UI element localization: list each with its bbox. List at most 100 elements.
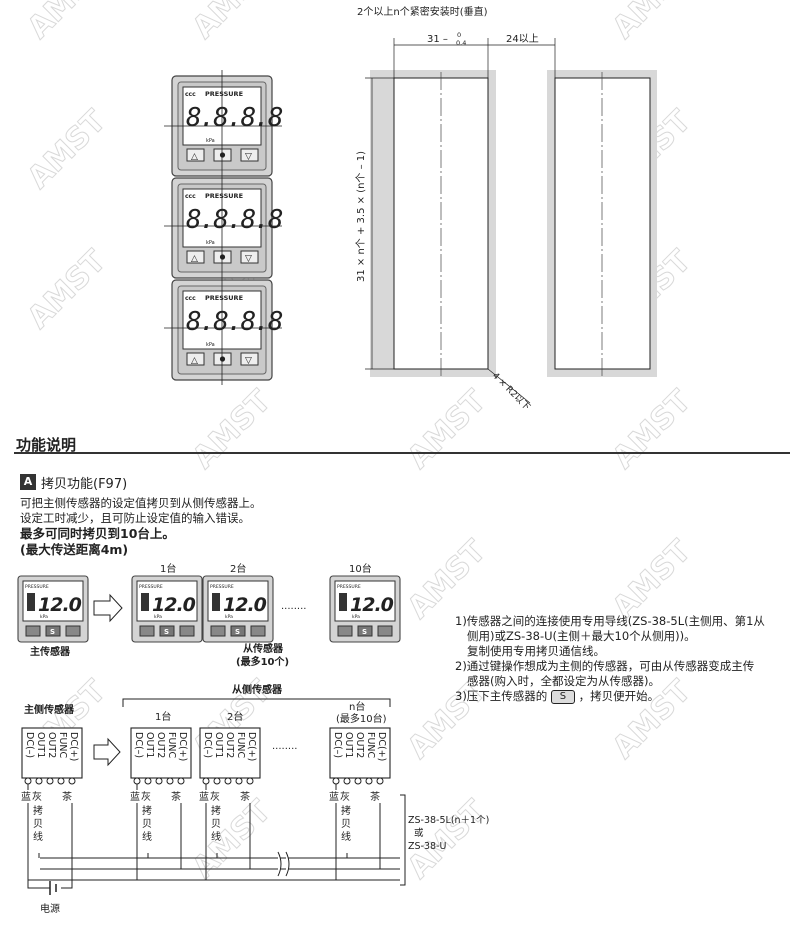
wire-gray-3: 灰 xyxy=(340,790,350,803)
device-unit: kPa xyxy=(154,614,162,620)
device-s-key xyxy=(45,625,61,637)
device-up-key xyxy=(337,625,353,637)
terminal-pin-0 xyxy=(133,777,141,785)
desc-line-1: 可把主侧传感器的设定值拷贝到从侧传感器上。 xyxy=(20,496,262,510)
copy-line-char-3-2: 线 xyxy=(341,830,351,843)
note-2a: 2)通过键操作想成为主侧的传感器，可由从传感器变成主传 xyxy=(455,659,755,673)
copy-line-char-2-1: 贝 xyxy=(211,818,221,830)
wire-gray-1: 灰 xyxy=(141,790,151,803)
terminal-label-0: DC(–) xyxy=(133,732,144,758)
slave-group-bracket xyxy=(122,698,391,707)
terminal-label-3: FUNC xyxy=(57,732,68,759)
wiring-slave-group: 从侧传感器 xyxy=(232,683,283,696)
terminal-pin-1 xyxy=(35,777,43,785)
wire-gray-2: 灰 xyxy=(210,790,220,803)
terminal-block xyxy=(21,727,83,779)
wire-brown-3: 茶 xyxy=(370,790,380,803)
section-rule xyxy=(14,452,790,454)
dot-icon xyxy=(219,254,226,260)
wire-gray-0: 灰 xyxy=(32,790,42,803)
triangle-up-icon: △ xyxy=(191,152,198,162)
terminal-pin-4 xyxy=(246,777,254,785)
cable-or: 或 xyxy=(414,827,424,839)
dim-height-label: 31 × n个 + 3.5 × (n个 – 1) xyxy=(355,151,367,282)
device-down-key xyxy=(377,625,393,637)
desc-line-3: 最多可同时拷贝到10台上。 xyxy=(20,526,175,541)
device-value: 12.0 xyxy=(350,594,394,616)
terminal-pin-2 xyxy=(354,777,362,785)
down-button xyxy=(240,148,259,162)
device-unit: kPa xyxy=(352,614,360,620)
wire-brown-0: 茶 xyxy=(62,790,72,803)
device-header: PRESSURE xyxy=(210,584,234,590)
terminal-label-3: FUNC xyxy=(365,732,376,759)
wiring-master-label: 主侧传感器 xyxy=(24,703,75,716)
terminal-pin-0 xyxy=(332,777,340,785)
ellipsis-wiring: ········ xyxy=(272,744,297,755)
terminal-label-3: FUNC xyxy=(166,732,177,759)
triangle-down-icon: ▽ xyxy=(245,254,252,264)
dot-icon xyxy=(219,356,226,362)
terminal-pin-0 xyxy=(24,777,32,785)
device-up-key xyxy=(139,625,155,637)
cutout-right xyxy=(554,77,651,370)
cable-break-icon xyxy=(277,851,290,877)
terminal-block xyxy=(199,727,261,779)
copy-line-char-2-2: 线 xyxy=(211,830,221,843)
terminal-pin-3 xyxy=(235,777,243,785)
up-button xyxy=(186,352,205,366)
device-segment-block xyxy=(141,593,149,611)
copy-line-char-3-0: 拷 xyxy=(341,804,351,817)
wire-brown-1: 茶 xyxy=(171,790,181,803)
terminal-pin-3 xyxy=(57,777,65,785)
device-segment-block xyxy=(212,593,220,611)
terminal-label-0: DC(–) xyxy=(202,732,213,758)
wire-blue-3: 蓝 xyxy=(329,791,339,803)
dot-icon xyxy=(219,152,226,158)
wire-blue-2: 蓝 xyxy=(199,791,209,803)
terminal-label-1: OUT1 xyxy=(343,732,354,758)
terminal-label-3: FUNC xyxy=(235,732,246,759)
sensor-pressure-label: PRESSURE xyxy=(205,294,243,302)
cable-label-2: ZS-38-U xyxy=(408,841,446,852)
copy-line-char-0-2: 线 xyxy=(33,830,43,843)
top-main-label: 主传感器 xyxy=(30,645,71,658)
sensor-digits: 8.8.8.8 xyxy=(186,103,283,133)
desc-line-2: 设定工时减少，且可防止设定值的输入错误。 xyxy=(20,511,250,525)
sensor-digits: 8.8.8.8 xyxy=(186,205,283,235)
wiring-label-2: 2台 xyxy=(227,710,243,723)
wiring-label-1: 1台 xyxy=(155,710,171,723)
wiring-arrow-icon xyxy=(93,737,121,767)
wire-blue-1: 蓝 xyxy=(130,791,140,803)
copy-line-char-3-1: 贝 xyxy=(341,818,351,830)
terminal-block xyxy=(130,727,192,779)
sensor-brand: ccc xyxy=(185,193,196,200)
terminal-label-4: DC(+) xyxy=(376,732,387,761)
note-1b: 侧用)或ZS-38-U(主侧＋最大10个从侧用))。 xyxy=(467,629,696,643)
section-heading: 功能说明 xyxy=(16,436,77,454)
subsection-title: 拷贝功能(F97) xyxy=(41,477,128,492)
dim-tol-bottom: 0.4 xyxy=(456,39,466,47)
device-s-key xyxy=(230,625,246,637)
device-s-label: S xyxy=(164,628,169,636)
triangle-up-icon: △ xyxy=(191,356,198,366)
top-label-1: 1台 xyxy=(160,562,176,575)
terminal-label-2: OUT2 xyxy=(155,732,166,758)
terminal-pin-3 xyxy=(365,777,373,785)
sensor-pressure-label: PRESSURE xyxy=(205,192,243,200)
down-button xyxy=(240,250,259,264)
terminal-pin-0 xyxy=(202,777,210,785)
terminal-label-1: OUT1 xyxy=(144,732,155,758)
triangle-up-icon: △ xyxy=(191,254,198,264)
copy-line-char-2-0: 拷 xyxy=(211,804,221,817)
radius-leader xyxy=(487,368,531,404)
device-value: 12.0 xyxy=(223,594,267,616)
terminal-block xyxy=(329,727,391,779)
